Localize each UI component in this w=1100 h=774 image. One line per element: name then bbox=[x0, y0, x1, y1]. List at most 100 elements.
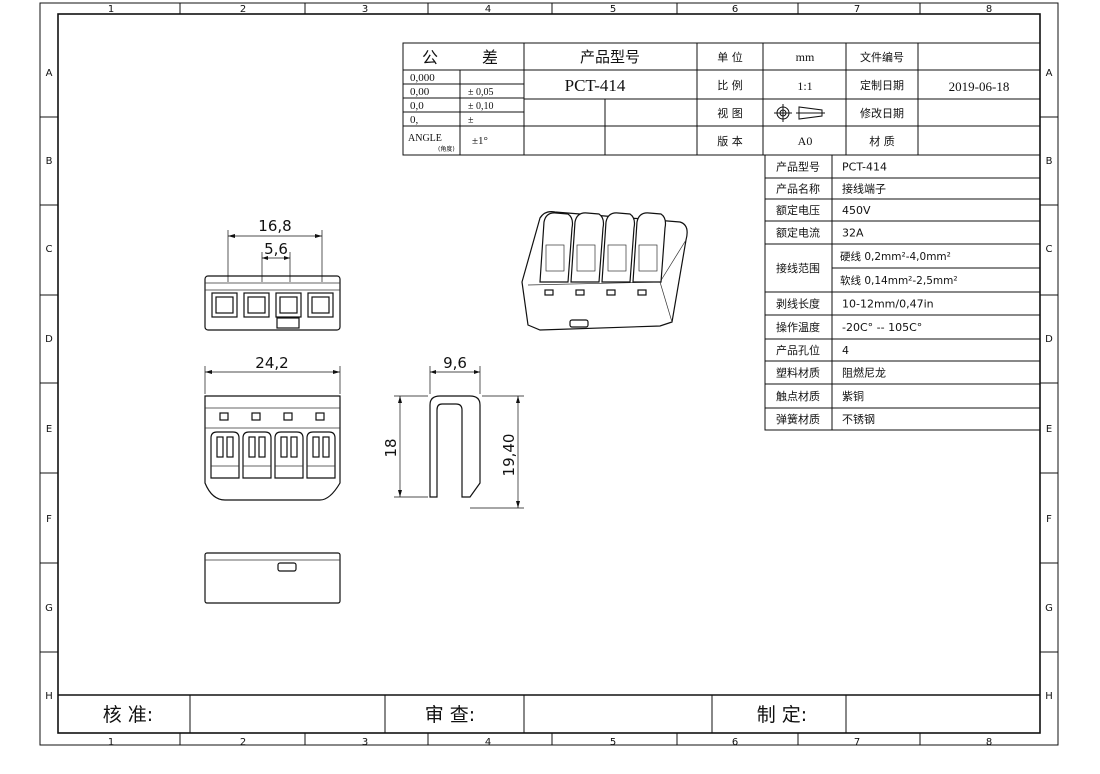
tolerance-value: ± 0,05 bbox=[468, 87, 494, 98]
spec-value: 450V bbox=[842, 204, 871, 217]
tolerance-value: ± bbox=[468, 115, 474, 126]
row-label: B bbox=[1046, 156, 1053, 167]
outer-border bbox=[39, 2, 1059, 746]
angle-value: ±1° bbox=[472, 135, 488, 147]
tolerance-format: 0, bbox=[410, 114, 419, 126]
material-label: 材 质 bbox=[869, 134, 895, 148]
row-label: E bbox=[1046, 424, 1052, 435]
angle-label: ANGLE bbox=[408, 133, 442, 144]
spec-value: -20C° -- 105C° bbox=[842, 321, 922, 334]
scale-label: 比 例 bbox=[717, 78, 743, 92]
dim-side-depth: 9,6 bbox=[443, 354, 467, 372]
approve-label: 核 准: bbox=[103, 704, 153, 726]
column-label: 2 bbox=[240, 737, 246, 748]
file-no-label: 文件编号 bbox=[860, 50, 904, 64]
column-label: 3 bbox=[362, 4, 368, 15]
side-view: 9,6 18 19,40 bbox=[382, 354, 524, 509]
column-label: 6 bbox=[732, 4, 738, 15]
unit-label: 单 位 bbox=[717, 50, 743, 64]
spec-value: 软线 0,14mm²-2,5mm² bbox=[840, 274, 958, 287]
spec-label: 操作温度 bbox=[776, 320, 820, 334]
column-label: 1 bbox=[108, 4, 114, 15]
column-label: 8 bbox=[986, 737, 992, 748]
version-value: A0 bbox=[798, 134, 813, 148]
spec-label: 弹簧材质 bbox=[776, 412, 820, 426]
version-label: 版 本 bbox=[717, 134, 743, 148]
row-label: C bbox=[1046, 244, 1053, 255]
dim-top-width: 16,8 bbox=[258, 217, 291, 235]
spec-value: 不锈钢 bbox=[842, 413, 875, 426]
angle-sub: (角度) bbox=[438, 145, 455, 153]
spec-value: 紫铜 bbox=[842, 389, 864, 403]
column-label: 6 bbox=[732, 737, 738, 748]
column-label: 7 bbox=[854, 4, 860, 15]
row-label: D bbox=[45, 334, 53, 345]
row-label: F bbox=[1046, 514, 1052, 525]
row-label: B bbox=[46, 156, 53, 167]
tolerance-label-2: 差 bbox=[482, 48, 498, 67]
product-model-label: 产品型号 bbox=[580, 48, 640, 66]
spec-label: 产品名称 bbox=[776, 182, 820, 196]
spec-value: 32A bbox=[842, 227, 864, 240]
dim-side-height: 18 bbox=[382, 438, 400, 457]
column-label: 4 bbox=[485, 737, 491, 748]
spec-label: 剥线长度 bbox=[776, 297, 820, 311]
spec-value: 硬线 0,2mm²-4,0mm² bbox=[840, 250, 951, 263]
tolerance-format: 0,0 bbox=[410, 100, 424, 112]
row-label: H bbox=[45, 691, 53, 702]
column-label: 5 bbox=[610, 737, 616, 748]
column-label: 3 bbox=[362, 737, 368, 748]
row-label: C bbox=[46, 244, 53, 255]
row-label: G bbox=[45, 603, 53, 614]
column-label: 5 bbox=[610, 4, 616, 15]
dim-hole-pitch: 5,6 bbox=[264, 240, 288, 258]
product-model: PCT-414 bbox=[565, 76, 626, 95]
dim-total-height: 19,40 bbox=[500, 434, 518, 477]
row-label: E bbox=[46, 424, 52, 435]
review-label: 审 查: bbox=[425, 704, 475, 726]
view-label: 视 图 bbox=[717, 106, 743, 120]
tolerance-format: 0,00 bbox=[410, 86, 430, 98]
unit-value: mm bbox=[796, 50, 815, 64]
drafted-label: 制 定: bbox=[757, 704, 807, 726]
column-label: 4 bbox=[485, 4, 491, 15]
row-label: F bbox=[46, 514, 52, 525]
spec-value: 阻燃尼龙 bbox=[842, 366, 886, 380]
front-view: 24,2 bbox=[204, 354, 341, 501]
tolerance-value: ± 0,10 bbox=[468, 101, 494, 112]
dim-front-width: 24,2 bbox=[255, 354, 288, 372]
spec-value: PCT-414 bbox=[842, 161, 887, 174]
row-label: H bbox=[1045, 691, 1053, 702]
bottom-view bbox=[204, 552, 341, 604]
column-label: 8 bbox=[986, 4, 992, 15]
modified-date-label: 修改日期 bbox=[860, 106, 904, 120]
column-label: 7 bbox=[854, 737, 860, 748]
spec-label: 接线范围 bbox=[776, 261, 820, 275]
spec-value: 接线端子 bbox=[842, 182, 886, 196]
spec-value: 4 bbox=[842, 344, 849, 357]
isometric-view bbox=[521, 211, 688, 331]
spec-label: 触点材质 bbox=[776, 389, 820, 403]
signoff-block: 核 准: 审 查: 制 定: bbox=[58, 694, 1040, 733]
projection-symbol-icon bbox=[774, 104, 825, 122]
tolerance-format: 0,000 bbox=[410, 72, 435, 84]
title-block: 公 差 0,000 0,00 ± 0,05 0,0 ± 0,10 0, ± AN… bbox=[402, 42, 1041, 156]
row-label: A bbox=[1046, 68, 1053, 79]
spec-label: 产品孔位 bbox=[776, 343, 820, 357]
spec-label: 额定电流 bbox=[776, 226, 820, 240]
spec-label: 额定电压 bbox=[776, 203, 820, 217]
column-label: 2 bbox=[240, 4, 246, 15]
row-label: A bbox=[46, 68, 53, 79]
column-label: 1 bbox=[108, 737, 114, 748]
scale-value: 1:1 bbox=[797, 79, 812, 93]
spec-label: 产品型号 bbox=[776, 160, 820, 174]
tolerance-label-1: 公 bbox=[422, 48, 438, 67]
spec-value: 10-12mm/0,47in bbox=[842, 298, 934, 311]
spec-label: 塑料材质 bbox=[776, 366, 820, 380]
row-label: D bbox=[1045, 334, 1053, 345]
made-date-label: 定制日期 bbox=[860, 78, 904, 92]
row-label: G bbox=[1045, 603, 1053, 614]
